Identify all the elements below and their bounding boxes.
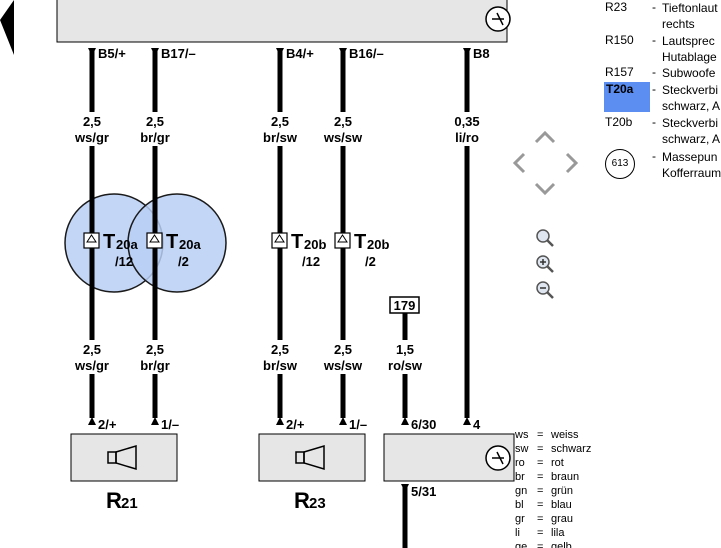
pin-label: 6/30 bbox=[411, 417, 436, 432]
pin-label: 5/31 bbox=[411, 484, 436, 499]
component-label-r23: R 23 bbox=[294, 488, 326, 513]
wire-labels-bottom bbox=[68, 340, 429, 374]
wire-gauge: 2,5 bbox=[271, 342, 289, 357]
legend-code: T20b bbox=[605, 115, 633, 129]
svg-text:R: R bbox=[294, 488, 310, 513]
wire-gauge: 2,5 bbox=[83, 114, 101, 129]
pan-up-icon[interactable] bbox=[534, 130, 556, 144]
legend-dash: - bbox=[652, 65, 656, 79]
wire-color: ws/sw bbox=[323, 130, 363, 145]
reference-box-179[interactable] bbox=[389, 296, 420, 314]
svg-text:20a: 20a bbox=[116, 237, 138, 252]
wire-gauge: 2,5 bbox=[334, 114, 352, 129]
connector-t20a-12: T 20a /12 bbox=[83, 231, 138, 269]
wire-gauge: 2,5 bbox=[271, 114, 289, 129]
svg-text:/12: /12 bbox=[115, 254, 133, 269]
svg-text:/2: /2 bbox=[178, 254, 189, 269]
wire-color: ro/sw bbox=[388, 358, 423, 373]
wire-color: br/sw bbox=[263, 130, 298, 145]
wire-color: ws/gr bbox=[74, 130, 109, 145]
pin-label: 1/– bbox=[161, 417, 179, 432]
wire-gauge: 2,5 bbox=[83, 342, 101, 357]
speaker-r21-box[interactable] bbox=[70, 433, 178, 482]
legend-dash: - bbox=[652, 115, 656, 129]
pan-down-icon[interactable] bbox=[534, 182, 556, 196]
wire-color: br/gr bbox=[140, 358, 170, 373]
legend-dash: - bbox=[652, 0, 656, 14]
ground-point-icon: 613 bbox=[605, 149, 635, 179]
pin-markers bbox=[88, 48, 471, 492]
wire-color-key: ws=weiss sw=schwarz ro=rot br=braun gn=g… bbox=[515, 429, 592, 548]
legend-dash: - bbox=[652, 82, 656, 96]
pin-label-b8: B8 bbox=[473, 46, 490, 61]
reference-label: 179 bbox=[394, 298, 416, 313]
legend-dash: - bbox=[652, 33, 656, 47]
legend-code: R23 bbox=[605, 0, 628, 14]
speaker-r23-box[interactable] bbox=[258, 433, 366, 482]
pin-label: 2/+ bbox=[286, 417, 305, 432]
pin-label-b17: B17/– bbox=[161, 46, 196, 61]
svg-text:23: 23 bbox=[309, 495, 326, 512]
pin-label-b5: B5/+ bbox=[98, 46, 126, 61]
connector-t20b-12: T 20b /12 bbox=[271, 231, 326, 269]
svg-text:21: 21 bbox=[121, 495, 138, 512]
amplifier-symbol-icon bbox=[485, 445, 511, 471]
legend-code: R150 bbox=[605, 33, 634, 47]
zoom-in-icon[interactable] bbox=[536, 255, 554, 273]
pan-left-icon[interactable] bbox=[512, 152, 526, 174]
wire-gauge: 2,5 bbox=[146, 114, 164, 129]
pin-label: 1/– bbox=[349, 417, 367, 432]
legend-code: T20a bbox=[604, 82, 650, 112]
svg-text:R: R bbox=[106, 488, 122, 513]
svg-text:/2: /2 bbox=[365, 254, 376, 269]
svg-text:20b: 20b bbox=[304, 237, 326, 252]
pin-label: 2/+ bbox=[98, 417, 117, 432]
svg-text:T: T bbox=[354, 231, 366, 253]
component-label-r21: R 21 bbox=[106, 488, 138, 513]
svg-text:20b: 20b bbox=[367, 237, 389, 252]
legend-code: R157 bbox=[605, 65, 634, 79]
legend-dash: - bbox=[652, 149, 656, 163]
connector-t20b-2: T 20b /2 bbox=[334, 231, 389, 269]
wire-gauge: 0,35 bbox=[454, 114, 479, 129]
speaker-icon bbox=[107, 444, 137, 471]
svg-text:/12: /12 bbox=[302, 254, 320, 269]
svg-text:T: T bbox=[291, 231, 303, 253]
wire-gauge: 1,5 bbox=[396, 342, 414, 357]
pin-label: 4 bbox=[473, 417, 481, 432]
pan-right-icon[interactable] bbox=[565, 152, 579, 174]
pin-label-b4: B4/+ bbox=[286, 46, 314, 61]
wire-color: ws/sw bbox=[323, 358, 363, 373]
pin-label-b16: B16/– bbox=[349, 46, 384, 61]
zoom-fit-icon[interactable] bbox=[536, 229, 554, 247]
speaker-icon bbox=[295, 444, 325, 471]
connector-t20a-2: T 20a /2 bbox=[146, 231, 201, 269]
legend-text: Subwoofe bbox=[662, 66, 716, 80]
wire-color: br/gr bbox=[140, 130, 170, 145]
svg-text:T: T bbox=[103, 231, 115, 253]
control-unit-symbol-icon bbox=[485, 6, 511, 32]
wire-color: li/ro bbox=[455, 130, 479, 145]
wire-labels-top bbox=[68, 112, 490, 146]
wire-gauge: 2,5 bbox=[146, 342, 164, 357]
wire-color: br/sw bbox=[263, 358, 298, 373]
control-unit-box bbox=[56, 0, 508, 43]
svg-text:20a: 20a bbox=[179, 237, 201, 252]
wire-gauge: 2,5 bbox=[334, 342, 352, 357]
wire-color: ws/gr bbox=[74, 358, 109, 373]
back-arrow-icon[interactable] bbox=[0, 0, 14, 55]
svg-text:T: T bbox=[166, 231, 178, 253]
zoom-out-icon[interactable] bbox=[536, 281, 554, 299]
navigation-controls bbox=[512, 130, 579, 196]
